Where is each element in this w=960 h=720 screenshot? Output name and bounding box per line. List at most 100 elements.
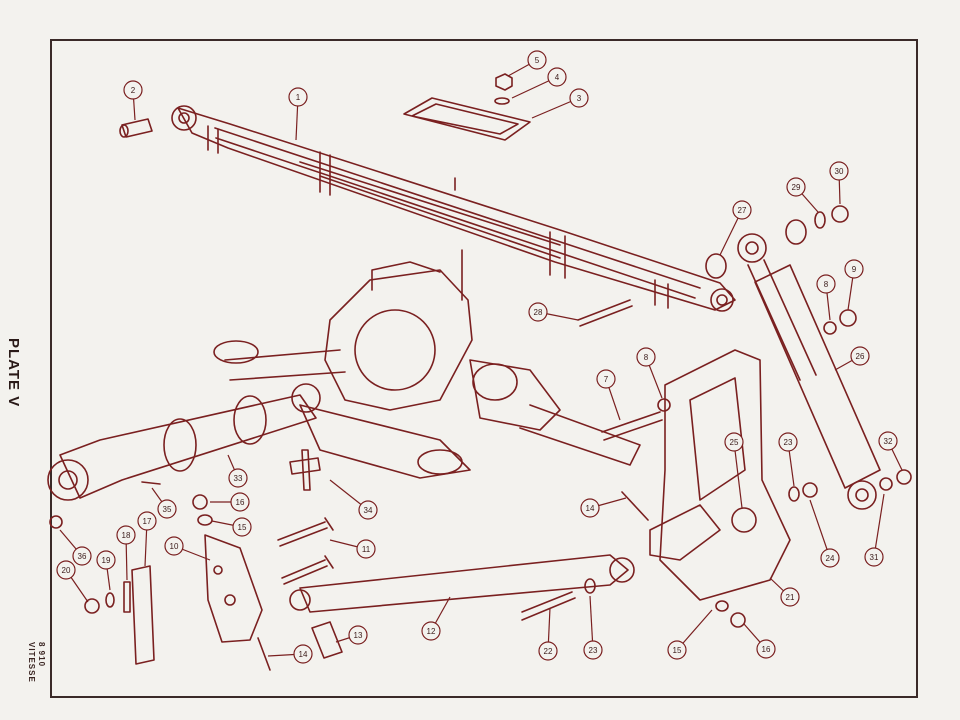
callout-circle xyxy=(667,640,687,660)
nut-16-left xyxy=(192,494,208,510)
callout-number: 15 xyxy=(238,523,247,532)
bush-13 xyxy=(311,621,343,659)
callout-circle xyxy=(778,432,798,452)
callout-circle xyxy=(528,302,548,322)
callout-number: 17 xyxy=(143,517,152,526)
callout-circle xyxy=(230,492,250,512)
callout-circle xyxy=(358,500,378,520)
plate-title: PLATE V xyxy=(5,338,22,408)
callout-number: 23 xyxy=(784,438,793,447)
callout-circle xyxy=(421,621,441,641)
spring-plate xyxy=(403,97,531,141)
washer-29 xyxy=(814,211,826,229)
callout-number: 5 xyxy=(535,56,540,65)
callout-circle xyxy=(527,50,547,70)
nut-20 xyxy=(84,598,100,614)
exploded-drawing xyxy=(47,73,912,671)
bolt-14-lower xyxy=(257,637,271,671)
arm-bracket xyxy=(649,504,721,561)
callout-number: 16 xyxy=(762,645,771,654)
radius-rod xyxy=(299,554,629,613)
callout-circle xyxy=(123,80,143,100)
callout-leader xyxy=(809,499,831,559)
callout-number: 19 xyxy=(102,556,111,565)
washer-23-lower xyxy=(584,578,596,594)
spring-washer xyxy=(494,97,510,105)
callout-number: 4 xyxy=(555,73,560,82)
callout-circle xyxy=(232,517,252,537)
callout-circle xyxy=(569,88,589,108)
bolt-14-upper xyxy=(621,491,649,521)
bolt-28 xyxy=(577,299,633,327)
callout-number: 11 xyxy=(362,545,371,554)
model-name: VITESSE xyxy=(27,642,36,683)
callout-circle xyxy=(786,177,806,197)
callout-circle xyxy=(850,346,870,366)
trailing-arm xyxy=(659,349,791,601)
callout-number: 25 xyxy=(730,438,739,447)
callout-leader xyxy=(873,493,885,558)
bolt-35 xyxy=(141,481,161,485)
callout-number: 8 xyxy=(644,353,649,362)
callout-circle xyxy=(780,587,800,607)
callout-number: 35 xyxy=(163,505,172,514)
callout-circle xyxy=(96,550,116,570)
callout-number: 27 xyxy=(738,206,747,215)
callout-number: 29 xyxy=(792,183,801,192)
callout-circle xyxy=(580,498,600,518)
callout-circle xyxy=(583,640,603,660)
callout-number: 20 xyxy=(62,566,71,575)
bush-27-b xyxy=(785,219,807,245)
drawing-reference: 8 910 VITESSE xyxy=(26,642,46,683)
callout-number: 36 xyxy=(78,552,87,561)
callout-number: 18 xyxy=(122,531,131,540)
nut-24 xyxy=(802,482,818,498)
callout-circle xyxy=(228,468,248,488)
callout-circle xyxy=(732,200,752,220)
callout-circle xyxy=(293,644,313,664)
drawing-number: 8 910 xyxy=(37,642,46,668)
callout-circle xyxy=(348,625,368,645)
callout-number: 26 xyxy=(856,352,865,361)
callout-circle xyxy=(56,560,76,580)
callout-number: 23 xyxy=(589,646,598,655)
callout-circle xyxy=(816,274,836,294)
callout-number: 32 xyxy=(884,437,893,446)
callout-leader xyxy=(733,441,743,509)
differential-housing xyxy=(213,249,641,479)
washer-31 xyxy=(879,477,893,491)
nut-16-right xyxy=(730,612,746,628)
callout-circle xyxy=(844,259,864,279)
callout-number: 33 xyxy=(234,474,243,483)
callout-number: 13 xyxy=(354,631,363,640)
callout-circle xyxy=(864,547,884,567)
nut-30 xyxy=(831,205,849,223)
callout-circle xyxy=(116,525,136,545)
callout-number: 10 xyxy=(170,542,179,551)
callout-circle xyxy=(820,548,840,568)
callout-number: 24 xyxy=(826,554,835,563)
callout-number: 1 xyxy=(296,93,301,102)
shim-18 xyxy=(123,581,131,613)
callout-number: 3 xyxy=(577,94,582,103)
callout-circle xyxy=(137,511,157,531)
callout-number: 31 xyxy=(870,553,879,562)
callout-number: 9 xyxy=(852,265,857,274)
callout-circle xyxy=(596,369,616,389)
callout-number: 14 xyxy=(586,504,595,513)
leaf-spring xyxy=(171,105,736,312)
bush-32 xyxy=(896,469,912,485)
callout-circle xyxy=(356,539,376,559)
spring-bush xyxy=(121,118,153,138)
shock-absorber xyxy=(737,233,881,510)
bracket-10 xyxy=(204,534,263,643)
washer-8-mid xyxy=(657,398,671,412)
callout-circle xyxy=(829,161,849,181)
callout-circle xyxy=(72,546,92,566)
bolt-22 xyxy=(521,591,576,621)
shim-17 xyxy=(131,565,155,665)
callout-circle xyxy=(538,641,558,661)
callout-circle xyxy=(164,536,184,556)
callout-number: 22 xyxy=(544,647,553,656)
callout-number: 14 xyxy=(299,650,308,659)
